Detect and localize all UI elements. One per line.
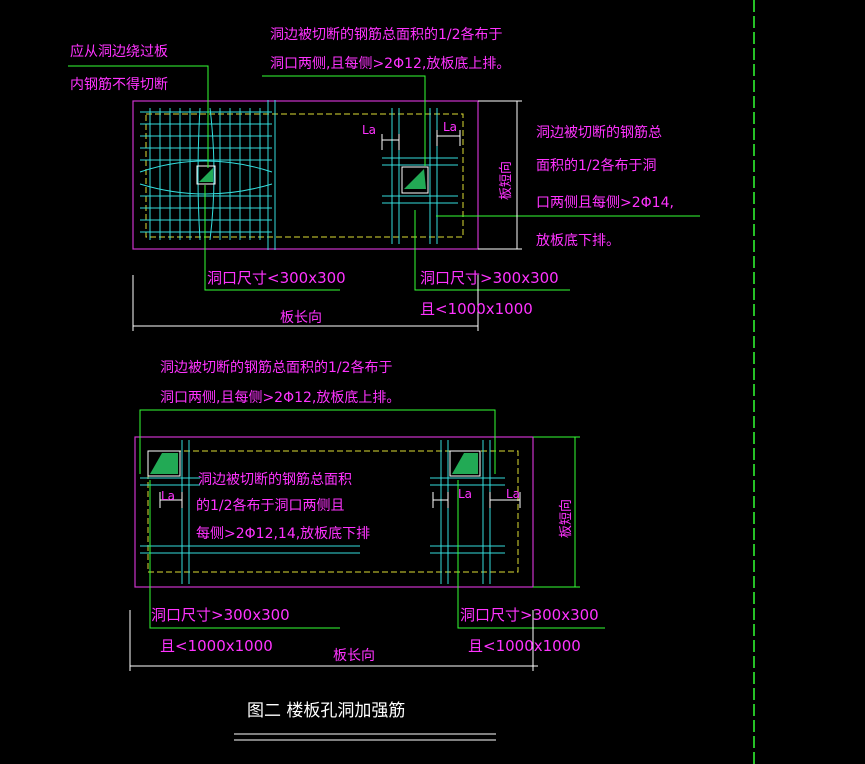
top-slab-inner-edge xyxy=(145,113,464,238)
bottom-left-hole-fill xyxy=(150,453,178,474)
top-large-hole xyxy=(401,166,429,194)
bottom-la-label-2: La xyxy=(458,487,472,501)
top-small-hole-fill xyxy=(199,168,213,182)
top-short-dim-line xyxy=(478,100,522,250)
bottom-right-hole xyxy=(449,450,481,477)
bottom-left-reinforcement xyxy=(140,440,360,584)
bottom-slab-inner-edge xyxy=(147,450,519,573)
top-leader-lines xyxy=(68,65,700,291)
top-slab-diagram xyxy=(68,65,700,331)
bottom-note-top-line2: 洞口两侧,且每侧>2Φ12,放板底上排。 xyxy=(160,390,400,406)
top-hole-large-label-2: 且<1000x1000 xyxy=(420,300,533,318)
bottom-hole-left-label-2: 且<1000x1000 xyxy=(160,637,273,655)
bottom-note-top-line1: 洞边被切断的钢筋总面积的1/2各布于 xyxy=(160,359,393,376)
top-note-right-line3: 口两侧且每侧>2Φ14, xyxy=(536,195,674,211)
top-note-left-line2: 内钢筋不得切断 xyxy=(70,76,168,93)
bottom-long-dim-line xyxy=(129,610,538,671)
top-la-label-2: La xyxy=(443,120,457,134)
top-long-dir-label: 板长向 xyxy=(280,310,322,326)
bottom-la-label-3: La xyxy=(506,487,520,501)
bottom-la-label-1: La xyxy=(161,489,175,503)
top-note-left-line1: 应从洞边绕过板 xyxy=(70,43,168,60)
top-large-hole-fill xyxy=(404,169,426,189)
top-slab-outline xyxy=(132,100,479,250)
bottom-short-dir-label: 板短向 xyxy=(558,499,574,538)
bottom-leader-lines xyxy=(139,409,605,629)
bottom-slab-diagram xyxy=(129,409,605,671)
top-short-dir-label: 板短向 xyxy=(498,161,514,200)
top-long-dim-line xyxy=(132,275,479,331)
top-note-right-line2: 面积的1/2各布于洞 xyxy=(536,158,657,174)
figure-title: 图二 楼板孔洞加强筋 xyxy=(247,701,405,721)
bottom-la-marks xyxy=(159,492,521,508)
top-note-top-line2: 洞口两侧,且每侧>2Φ12,放板底上排。 xyxy=(270,56,510,72)
top-small-hole xyxy=(196,165,216,185)
bottom-short-dim-line xyxy=(533,436,580,588)
top-hole-large-label-1: 洞口尺寸>300x300 xyxy=(420,269,559,287)
bottom-note-inner-line3: 每侧>2Φ12,14,放板底下排 xyxy=(196,526,370,542)
bottom-hole-right-label-1: 洞口尺寸>300x300 xyxy=(460,606,599,624)
bottom-left-hole xyxy=(147,450,181,477)
bottom-hole-left-label-1: 洞口尺寸>300x300 xyxy=(151,606,290,624)
bottom-hole-right-label-2: 且<1000x1000 xyxy=(468,637,581,655)
bottom-note-inner-line2: 的1/2各布于洞口两侧且 xyxy=(196,498,345,514)
bottom-right-reinforcement xyxy=(430,440,505,584)
bottom-long-dir-label: 板长向 xyxy=(333,648,375,664)
top-hole-small-label: 洞口尺寸<300x300 xyxy=(207,269,346,287)
top-note-right-line1: 洞边被切断的钢筋总 xyxy=(536,124,662,141)
bottom-slab-outline xyxy=(134,436,534,588)
top-la-marks xyxy=(381,130,461,150)
bottom-note-inner-line1: 洞边被切断的钢筋总面积 xyxy=(198,471,352,488)
top-note-right-line4: 放板底下排。 xyxy=(536,233,620,249)
top-note-top-line1: 洞边被切断的钢筋总面积的1/2各布于 xyxy=(270,26,503,43)
top-la-label-1: La xyxy=(362,123,376,137)
bottom-right-hole-fill xyxy=(452,453,478,474)
